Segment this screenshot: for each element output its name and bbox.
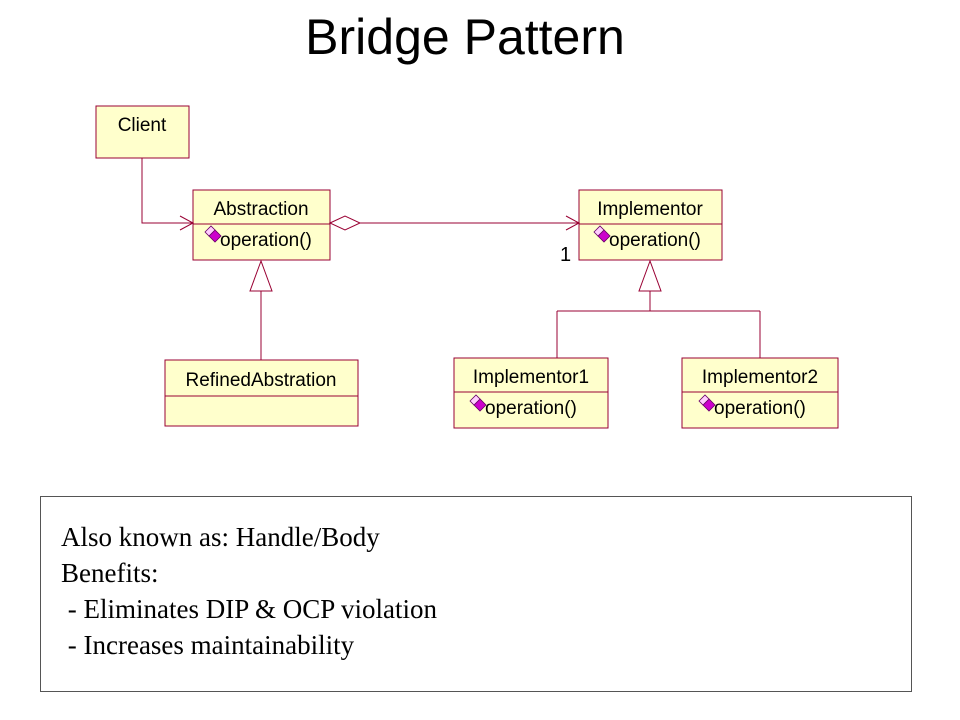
class-refined-abstraction[interactable]: RefinedAbstration bbox=[164, 359, 359, 427]
note-line-benefits: Benefits: bbox=[61, 558, 159, 588]
operation-label: operation() bbox=[609, 230, 701, 251]
class-name: Implementor1 bbox=[473, 367, 589, 388]
operation-label: operation() bbox=[485, 398, 577, 419]
class-name: RefinedAbstration bbox=[185, 370, 336, 391]
operation-icon bbox=[204, 225, 222, 243]
operation-label: operation() bbox=[220, 230, 312, 251]
class-abstraction[interactable]: Abstraction operation() bbox=[192, 189, 331, 261]
pattern-notes-box: Also known as: Handle/Body Benefits: - E… bbox=[40, 496, 912, 692]
page-title: Bridge Pattern bbox=[305, 9, 625, 65]
note-line-benefit-2: - Increases maintainability bbox=[61, 630, 355, 660]
multiplicity-label: 1 bbox=[560, 244, 571, 266]
note-line-benefit-1: - Eliminates DIP & OCP violation bbox=[61, 594, 437, 624]
generalization-implementors bbox=[556, 259, 761, 358]
class-name: Client bbox=[118, 115, 167, 136]
aggregation-abstraction-implementor bbox=[328, 215, 581, 231]
class-name: Abstraction bbox=[213, 199, 308, 220]
operation-icon bbox=[469, 394, 487, 412]
note-line-aka: Also known as: Handle/Body bbox=[61, 522, 380, 552]
association-client-abstraction bbox=[141, 158, 195, 231]
class-client[interactable]: Client bbox=[95, 105, 190, 159]
operation-label: operation() bbox=[714, 398, 806, 419]
class-name: Implementor bbox=[597, 199, 703, 220]
class-implementor1[interactable]: Implementor1 operation() bbox=[453, 357, 609, 429]
operation-icon bbox=[698, 394, 716, 412]
class-implementor[interactable]: Implementor operation() bbox=[578, 189, 723, 261]
generalization-refined-abstraction bbox=[249, 259, 273, 360]
operation-icon bbox=[593, 225, 611, 243]
class-name: Implementor2 bbox=[702, 367, 818, 388]
uml-class-diagram: Client Abstraction operation() Implement… bbox=[95, 105, 839, 429]
class-implementor2[interactable]: Implementor2 operation() bbox=[681, 357, 839, 429]
